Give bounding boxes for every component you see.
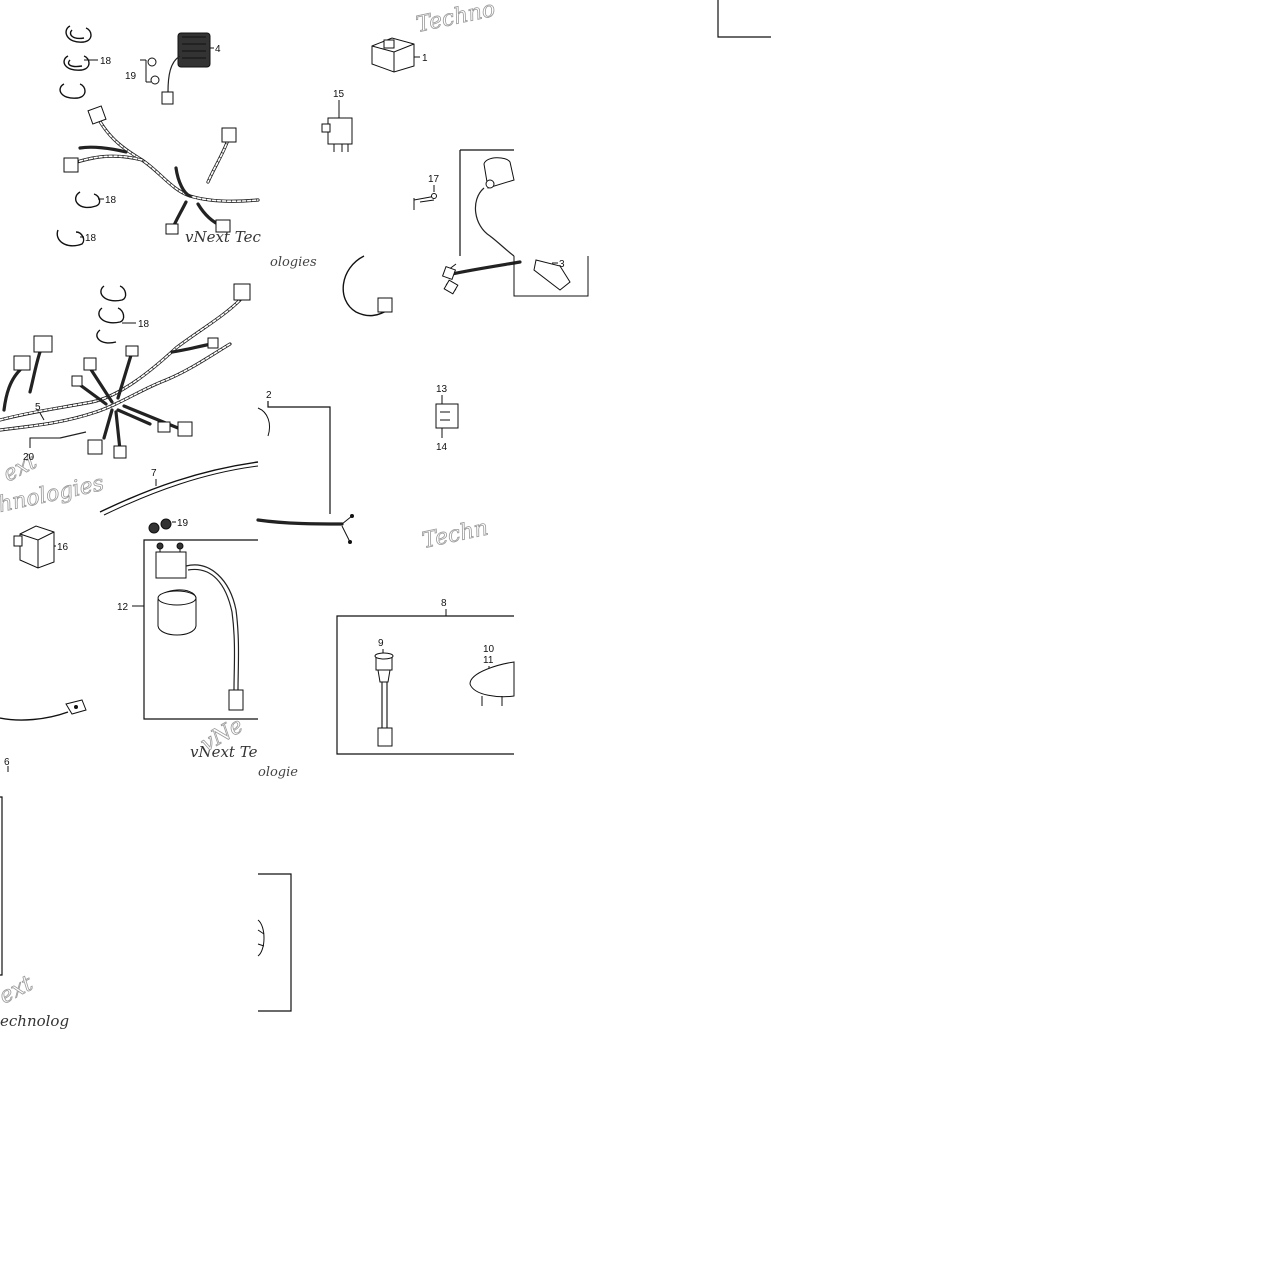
- watermark-text: ext: [0, 971, 37, 1009]
- clamp-part: [69, 29, 85, 40]
- frame-fragment-top-right: [717, 0, 771, 38]
- clamp-part: [63, 55, 90, 71]
- callout-1: 1: [422, 53, 428, 64]
- callout-9: 9: [378, 638, 384, 649]
- callout-17: 17: [428, 174, 440, 185]
- callout-19: 19: [177, 518, 189, 529]
- frame-part-12: [143, 539, 258, 720]
- frame-fragment: [258, 873, 292, 1012]
- callout-13: 13: [436, 384, 448, 395]
- watermark-text: vNext Tec: [185, 228, 261, 246]
- watermark-text: ologies: [270, 255, 317, 270]
- cable-part: [0, 711, 69, 721]
- callout-4: 4: [215, 44, 221, 55]
- frame-part-8: [336, 615, 514, 755]
- tile-secondary-harness: ext hnologies 18 5: [0, 283, 259, 518]
- nut-part: [148, 522, 160, 534]
- callout-8: 8: [441, 598, 447, 609]
- switch-part: [435, 403, 459, 429]
- clamp-part: [67, 59, 83, 68]
- callout-18: 18: [105, 195, 117, 206]
- callout-14: 14: [436, 442, 448, 453]
- watermark-text: ext: [0, 449, 41, 487]
- relay-part: [327, 117, 353, 145]
- callout-10: 10: [483, 644, 495, 655]
- callout-19: 19: [125, 71, 137, 82]
- watermark-text: Techno: [414, 0, 497, 38]
- callout-18: 18: [100, 56, 112, 67]
- callout-5: 5: [35, 402, 41, 413]
- watermark-text: ologie: [258, 765, 298, 780]
- tile-bottom-left: ext echnolog: [0, 796, 69, 1030]
- regulator-part: [177, 32, 211, 68]
- frame-part-2: [267, 401, 331, 514]
- relay-part: [19, 525, 55, 569]
- tile-main-harness: 18 4 19 18 18 vNext Tec: [56, 25, 261, 247]
- watermark-text: Techn: [420, 516, 490, 554]
- callout-16: 16: [57, 542, 69, 553]
- callout-7: 7: [151, 468, 157, 479]
- tile-relays: Techno 1 15 17: [321, 0, 515, 257]
- callout-15: 15: [333, 89, 345, 100]
- callout-3: 3: [559, 259, 565, 270]
- callout-6: 6: [4, 757, 10, 768]
- cable-part: [342, 255, 389, 317]
- tile-horn-sensors: ologies 3 2 13 14 Techn: [256, 254, 589, 554]
- tile-bottom-middle: [257, 873, 292, 1012]
- callout-11: 11: [483, 655, 494, 666]
- lamp-part: [469, 661, 515, 698]
- callout-18: 18: [85, 233, 97, 244]
- callout-20: 20: [23, 452, 35, 463]
- tile-starter-relay: 16 19 12 6 vNext Te vNe ologie: [0, 518, 322, 780]
- solenoid-part: [155, 551, 187, 579]
- watermark-text: vNext Te: [190, 743, 258, 761]
- clamp-part: [65, 25, 92, 43]
- callout-18: 18: [138, 319, 150, 330]
- clamp-part: [59, 83, 86, 99]
- callout-12: 12: [117, 602, 129, 613]
- sensor-part: [533, 259, 571, 291]
- cable-part: [99, 461, 259, 513]
- frame-part-3: [459, 149, 514, 256]
- callout-2: 2: [266, 390, 272, 401]
- relay-part: [371, 37, 415, 73]
- watermark-text: echnolog: [0, 1012, 69, 1030]
- frame-fragment: [0, 796, 3, 976]
- tile-switches: 8 9 10 11: [336, 598, 515, 755]
